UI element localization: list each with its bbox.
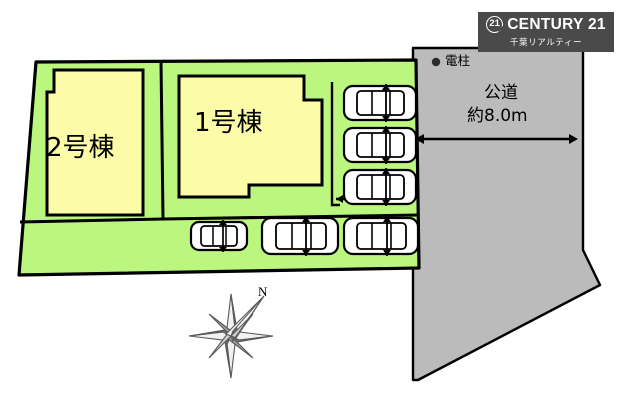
lot-divider-line xyxy=(159,60,165,220)
century21-seal-icon: 21 xyxy=(486,16,504,33)
building-2-footprint xyxy=(45,68,145,217)
parking-bay-outline-right xyxy=(330,82,340,207)
building-1-footprint xyxy=(177,74,324,199)
parking-car xyxy=(342,126,418,164)
parking-car xyxy=(260,216,340,256)
brand-name: CENTURY 21 xyxy=(507,15,606,33)
compass-rose-icon xyxy=(188,293,274,379)
parking-car xyxy=(342,168,418,206)
lot-divider-line-left xyxy=(19,217,164,224)
utility-pole-dot-icon xyxy=(431,57,441,67)
parking-car xyxy=(189,220,249,252)
parking-car xyxy=(342,216,420,256)
brand-subtitle: 千葉リアルティー xyxy=(509,37,583,48)
road-width-dimension-arrow xyxy=(415,134,578,144)
building-1-label: 1号棟 xyxy=(194,108,263,138)
utility-pole-label: 電柱 xyxy=(445,53,471,68)
century21-logo: 21 CENTURY 21 千葉リアルティー xyxy=(478,12,614,52)
road-name-label: 公道 xyxy=(484,83,518,103)
compass-north-label: N xyxy=(258,284,268,299)
building-2-label: 2号棟 xyxy=(46,133,115,163)
parking-car xyxy=(342,84,418,122)
road-width-label: 約8.0m xyxy=(467,106,528,126)
logo-main-row: 21 CENTURY 21 xyxy=(486,16,606,34)
